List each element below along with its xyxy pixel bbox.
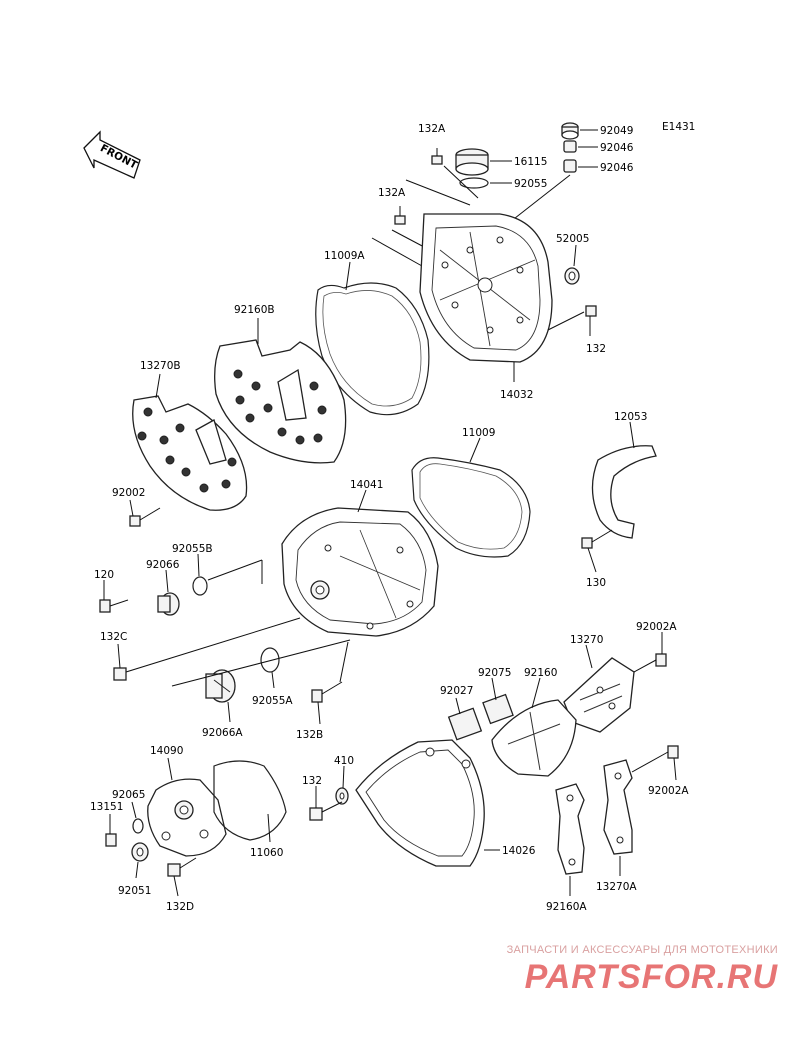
water-pump-14090 xyxy=(147,778,227,857)
filler-cap-16115 xyxy=(455,148,489,176)
plate-13270a xyxy=(603,759,633,855)
label-92055: 92055 xyxy=(514,178,547,190)
label-132-right: 132 xyxy=(586,343,606,355)
label-410: 410 xyxy=(334,755,354,767)
label-92027: 92027 xyxy=(440,685,473,697)
label-92065: 92065 xyxy=(112,789,145,801)
label-92051: 92051 xyxy=(118,885,151,897)
label-52005: 52005 xyxy=(556,233,589,245)
bolt-132c xyxy=(113,617,301,681)
label-132c: 132C xyxy=(100,631,127,643)
label-11009a: 11009A xyxy=(324,250,365,262)
label-14026: 14026 xyxy=(502,845,536,857)
label-14041: 14041 xyxy=(350,479,383,491)
label-132d: 132D xyxy=(166,901,194,913)
bolt-132b xyxy=(311,681,343,725)
label-14032: 14032 xyxy=(500,389,533,401)
bolt-120 xyxy=(99,580,129,613)
label-120: 120 xyxy=(94,569,114,581)
bolt-92002a-low xyxy=(631,745,679,781)
gasket-11060 xyxy=(213,760,287,841)
label-92046-a: 92046 xyxy=(600,142,634,154)
ring-92051 xyxy=(131,842,149,879)
watermark: ЗАПЧАСТИ И АКСЕССУАРЫ ДЛЯ МОТОТЕХНИКИ PA… xyxy=(507,944,778,997)
sprocket-cover-14026 xyxy=(355,739,485,867)
bolt-132a-top xyxy=(431,148,443,165)
bolt-132-right xyxy=(547,305,597,336)
label-92160b: 92160B xyxy=(234,304,275,316)
label-92066a: 92066A xyxy=(202,727,243,739)
front-arrow-icon: FRONT xyxy=(83,130,141,179)
label-92046-b: 92046 xyxy=(600,162,634,174)
seal-52005 xyxy=(564,267,580,285)
spacer-92027 xyxy=(447,707,483,741)
guard-12053 xyxy=(591,445,657,539)
label-92002: 92002 xyxy=(112,487,145,499)
spacer-92046-a xyxy=(563,140,577,153)
bolt-92002 xyxy=(129,499,161,527)
label-92160a: 92160A xyxy=(546,901,587,913)
plate-92160 xyxy=(491,699,577,777)
plate-92160b xyxy=(214,339,347,464)
spacer-92075 xyxy=(482,693,514,725)
plate-92160a xyxy=(555,783,585,875)
plate-13270b xyxy=(132,395,248,511)
label-13270: 13270 xyxy=(570,634,603,646)
label-11009: 11009 xyxy=(462,427,495,439)
gasket-11009 xyxy=(411,457,531,558)
label-16115: 16115 xyxy=(514,156,547,168)
label-92160: 92160 xyxy=(524,667,557,679)
label-14090: 14090 xyxy=(150,745,183,757)
label-13270a: 13270A xyxy=(596,881,637,893)
label-13151: 13151 xyxy=(90,801,123,813)
clutch-cover-14032 xyxy=(419,213,553,363)
label-92075: 92075 xyxy=(478,667,511,679)
plug-92066a xyxy=(205,669,236,703)
label-132a-mid: 132A xyxy=(378,187,406,199)
o-ring-92055a xyxy=(260,647,280,673)
label-13270b: 13270B xyxy=(140,360,181,372)
bolt-13151 xyxy=(105,814,117,847)
label-132a-top: 132A xyxy=(418,123,446,135)
bolt-132-low xyxy=(309,786,343,821)
label-92055a: 92055A xyxy=(252,695,293,707)
label-92002a-top: 92002A xyxy=(636,621,677,633)
bolt-92002a-top xyxy=(633,632,667,673)
generator-cover-14041 xyxy=(281,507,439,637)
bolt-132a-mid xyxy=(394,206,406,225)
bolt-132d xyxy=(167,857,197,897)
label-132b: 132B xyxy=(296,729,323,741)
o-ring-92055 xyxy=(459,177,489,189)
label-11060: 11060 xyxy=(250,847,283,859)
o-ring-92065 xyxy=(132,818,144,834)
label-92002a-low: 92002A xyxy=(648,785,689,797)
o-ring-92055b xyxy=(192,576,208,596)
label-92049: 92049 xyxy=(600,125,633,137)
label-92066: 92066 xyxy=(146,559,180,571)
label-132-low: 132 xyxy=(302,775,322,787)
bolt-130 xyxy=(581,529,613,573)
plug-92066 xyxy=(157,592,180,616)
diagram-id: E1431 xyxy=(662,121,695,133)
gasket-11009a xyxy=(315,282,430,416)
label-92055b: 92055B xyxy=(172,543,213,555)
cap-92049 xyxy=(561,122,579,140)
label-12053: 12053 xyxy=(614,411,647,423)
watermark-brand: PARTSFOR.RU xyxy=(524,958,778,996)
spacer-92046-b xyxy=(563,159,577,173)
watermark-tagline: ЗАПЧАСТИ И АКСЕССУАРЫ ДЛЯ МОТОТЕХНИКИ xyxy=(506,944,778,956)
label-130: 130 xyxy=(586,577,606,589)
washer-410 xyxy=(335,765,349,805)
